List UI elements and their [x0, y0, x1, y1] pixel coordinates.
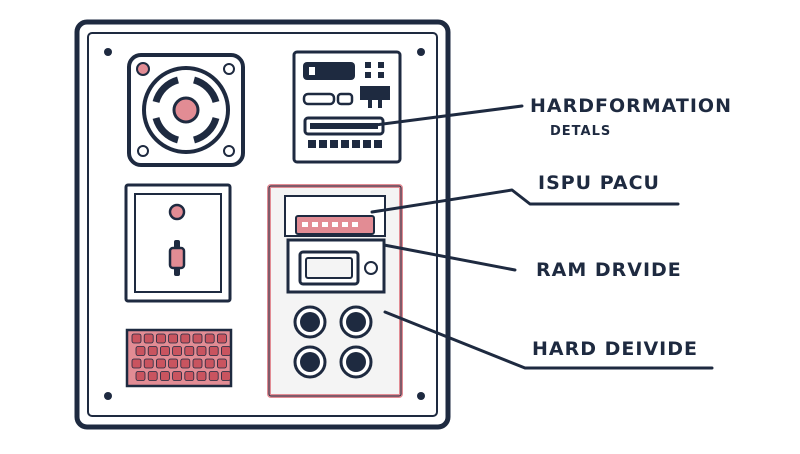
leader-line-ispu: [370, 188, 680, 214]
label-hard-deivide: HARD DEIVIDE: [532, 338, 698, 360]
keypad-key: [172, 346, 183, 356]
screw-top-left: [104, 48, 112, 56]
keypad-key: [131, 358, 142, 369]
screw-bottom-right: [417, 392, 425, 400]
keypad-key: [208, 371, 219, 381]
label-hardformation: HARDFORMATION: [530, 95, 732, 117]
keypad-key: [196, 346, 207, 356]
keypad-key: [184, 346, 195, 356]
keypad-key: [204, 358, 215, 369]
keypad-key: [204, 333, 215, 344]
fan-icon: [127, 53, 245, 167]
keypad-key: [208, 346, 219, 356]
port-icon: [293, 305, 373, 379]
keypad-key: [192, 358, 203, 369]
keypad-key: [135, 371, 146, 381]
label-ram-drvide: RAM DRVIDE: [536, 259, 682, 281]
leader-line-hardformation: [358, 104, 524, 129]
leader-line-hard: [383, 310, 714, 370]
keypad-key: [172, 371, 183, 381]
leader-line-ram: [382, 243, 517, 272]
keypad-key: [147, 346, 158, 356]
component-panel: [267, 184, 403, 398]
keypad-key: [216, 358, 227, 369]
keypad-key: [168, 358, 179, 369]
keypad-key: [159, 346, 170, 356]
keypad-key: [220, 371, 231, 381]
keypad-key: [196, 371, 207, 381]
keypad-icon: [125, 328, 233, 388]
keypad-key: [135, 346, 146, 356]
keypad-key: [220, 346, 231, 356]
screw-top-right: [417, 48, 425, 56]
case-inner-border: [87, 32, 438, 417]
keypad-key: [192, 333, 203, 344]
screw-bottom-left: [104, 392, 112, 400]
keypad-key: [180, 358, 191, 369]
label-details: DETALS: [550, 124, 612, 139]
keypad-key: [155, 358, 166, 369]
keypad-key: [155, 333, 166, 344]
keypad-key: [131, 333, 142, 344]
keypad-key: [147, 371, 158, 381]
keypad-key: [143, 333, 154, 344]
keypad-key: [180, 333, 191, 344]
switch-icon: [124, 183, 232, 303]
keypad-key: [184, 371, 195, 381]
keypad-key: [168, 333, 179, 344]
keypad-key: [159, 371, 170, 381]
keypad-key: [143, 358, 154, 369]
label-ispu-pacu: ISPU PACU: [538, 172, 660, 194]
info-module: [292, 50, 402, 164]
keypad-key: [216, 333, 227, 344]
